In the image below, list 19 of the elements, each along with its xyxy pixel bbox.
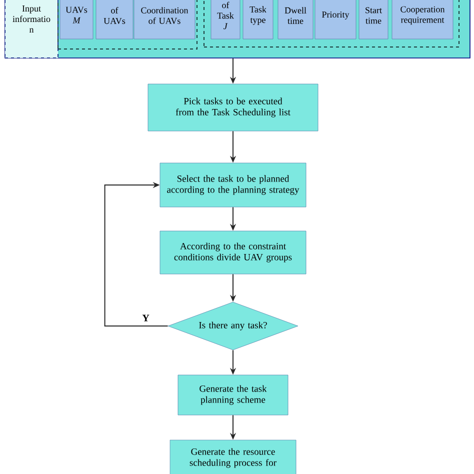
process-box: Generate the resource scheduling process for [170,440,296,474]
parameter-box: of UAVs [96,0,134,40]
parameter-box: Start time [358,0,388,40]
parameter-box: Task type [242,0,274,40]
parameter-box: UAVs M [60,0,94,40]
process-box: Generate the task planning scheme [178,374,288,416]
edge-label: Y [142,314,150,322]
input-box: Input informatio n [4,0,58,58]
parameter-box: Priority [314,0,356,40]
arrow [104,182,168,326]
process-box: According to the constraint conditions divide UAV groups [160,230,306,274]
process-box: Select the task to be planned according to the planning strategy [160,162,306,208]
dashed-group [204,0,460,48]
dashed-group [58,0,198,50]
parameter-box: Cooperation requirement [392,0,454,40]
parameter-box: of Task J [210,0,240,40]
parameter-box: Dwell time [278,0,314,40]
process-box: Pick tasks to be executed from the Task Scheduling list [148,84,318,132]
parameter-box: Coordination of UAVs [134,0,196,40]
